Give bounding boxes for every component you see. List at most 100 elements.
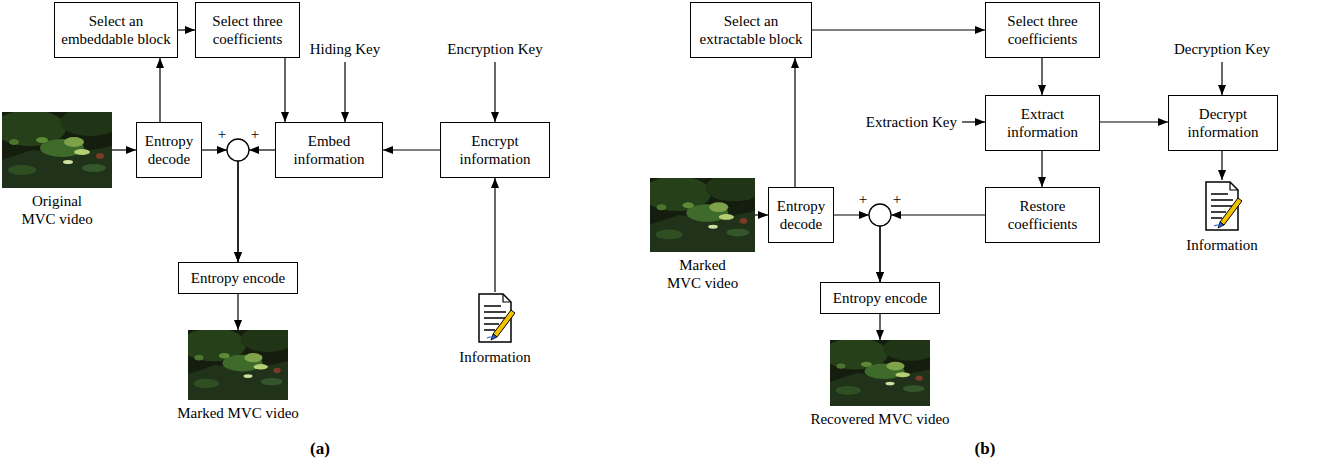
process-box: Encrypt information bbox=[440, 122, 550, 178]
box-text: Select three coefficients bbox=[200, 12, 295, 48]
connector-line bbox=[812, 29, 985, 30]
box-text: Select an embeddable block bbox=[59, 12, 173, 48]
process-box: Select an extractable block bbox=[690, 2, 812, 58]
document-icon-art bbox=[1202, 180, 1242, 232]
process-box: Select three coefficients bbox=[195, 2, 300, 58]
key-arrow bbox=[494, 62, 495, 122]
key-label: Hiding Key bbox=[309, 40, 381, 58]
plus-sign: + bbox=[858, 190, 868, 208]
flow-arrow bbox=[834, 215, 880, 282]
flow-arrow bbox=[755, 215, 768, 216]
connector-line bbox=[249, 149, 275, 150]
document-icon: Information bbox=[475, 292, 515, 344]
connector-line bbox=[202, 149, 227, 150]
video-thumbnail bbox=[650, 178, 755, 252]
process-box: Entropy encode bbox=[178, 262, 298, 294]
caption-text: Marked MVC video bbox=[177, 404, 299, 422]
box-text: Select three coefficients bbox=[990, 12, 1095, 48]
connector-line bbox=[879, 314, 880, 340]
flow-arrow bbox=[112, 150, 136, 151]
video-thumbnail bbox=[2, 112, 112, 188]
flow-arrow bbox=[178, 30, 195, 31]
connector-line bbox=[1100, 121, 1168, 122]
document-icon-art bbox=[475, 292, 515, 344]
video-frame: Original MVC video bbox=[2, 112, 112, 188]
flow-arrow bbox=[495, 178, 496, 292]
flow-arrow bbox=[238, 294, 239, 330]
plus-sign: + bbox=[892, 190, 902, 208]
key-label: Extraction Key bbox=[865, 113, 958, 131]
flow-arrow bbox=[812, 30, 985, 31]
flow-arrow bbox=[383, 150, 440, 151]
connector-line bbox=[891, 214, 985, 215]
process-box: Embed information bbox=[275, 122, 383, 178]
sum-junction bbox=[227, 139, 249, 161]
flow-arrow bbox=[880, 314, 881, 340]
box-text: Extract information bbox=[990, 105, 1095, 141]
caption-text: Recovered MVC video bbox=[810, 410, 949, 428]
flow-arrow bbox=[202, 150, 238, 262]
caption-text: Marked MVC video bbox=[663, 256, 743, 292]
connector-line bbox=[112, 149, 136, 150]
connector-line bbox=[879, 226, 880, 282]
video-frame: Marked MVC video bbox=[650, 178, 755, 252]
key-arrow bbox=[1221, 62, 1222, 95]
video-frame: Marked MVC video bbox=[188, 330, 288, 400]
plus-sign: + bbox=[250, 125, 260, 143]
box-text: Entropy encode bbox=[191, 269, 286, 287]
key-arrow bbox=[344, 62, 345, 122]
flow-arrow bbox=[160, 58, 161, 122]
connector-line bbox=[178, 29, 195, 30]
connector-line bbox=[284, 58, 285, 122]
connector-line bbox=[237, 161, 238, 262]
flow-arrow bbox=[880, 215, 985, 282]
key-label: Encryption Key bbox=[446, 40, 543, 58]
connector-line bbox=[879, 226, 880, 282]
flow-arrow bbox=[238, 150, 275, 262]
caption-text: Original MVC video bbox=[17, 192, 97, 228]
connector-line bbox=[237, 161, 238, 262]
box-text: Decrypt information bbox=[1173, 105, 1273, 141]
connector-line bbox=[834, 214, 869, 215]
connector-line bbox=[1221, 151, 1222, 180]
sum-junction bbox=[869, 204, 891, 226]
box-text: Embed information bbox=[280, 132, 378, 168]
box-text: Entropy decode bbox=[141, 132, 197, 168]
box-text: Select an extractable block bbox=[695, 12, 807, 48]
process-box: Entropy decode bbox=[768, 187, 834, 243]
connector-line bbox=[237, 294, 238, 330]
connector-line bbox=[383, 149, 440, 150]
process-box: Extract information bbox=[985, 95, 1100, 151]
connector-line bbox=[755, 214, 768, 215]
flow-arrow bbox=[1222, 151, 1223, 180]
flow-arrow bbox=[1042, 151, 1043, 187]
caption-text: Information bbox=[1186, 236, 1258, 254]
panel-label: (b) bbox=[974, 439, 997, 459]
box-text: Encrypt information bbox=[445, 132, 545, 168]
flow-arrow bbox=[795, 58, 796, 187]
key-arrow bbox=[962, 121, 985, 122]
process-box: Select three coefficients bbox=[985, 2, 1100, 58]
process-box: Entropy encode bbox=[820, 282, 940, 314]
box-text: Entropy decode bbox=[773, 197, 829, 233]
plus-sign: + bbox=[217, 125, 227, 143]
flow-arrow bbox=[1100, 122, 1168, 123]
process-box: Entropy decode bbox=[136, 122, 202, 178]
process-box: Select an embeddable block bbox=[54, 2, 178, 58]
connector-line bbox=[494, 178, 495, 292]
process-box: Restore coefficients bbox=[985, 187, 1100, 243]
connector-line bbox=[1041, 151, 1042, 187]
document-icon: Information bbox=[1202, 180, 1242, 232]
connector-line bbox=[794, 58, 795, 187]
video-thumbnail bbox=[830, 340, 930, 406]
panel-label: (a) bbox=[309, 439, 331, 459]
box-text: Restore coefficients bbox=[990, 197, 1095, 233]
key-label: Decryption Key bbox=[1173, 40, 1271, 58]
video-thumbnail bbox=[188, 330, 288, 400]
video-frame: Recovered MVC video bbox=[830, 340, 930, 406]
flow-arrow bbox=[285, 58, 286, 122]
connector-line bbox=[1041, 58, 1042, 95]
caption-text: Information bbox=[459, 348, 531, 366]
process-box: Decrypt information bbox=[1168, 95, 1278, 151]
